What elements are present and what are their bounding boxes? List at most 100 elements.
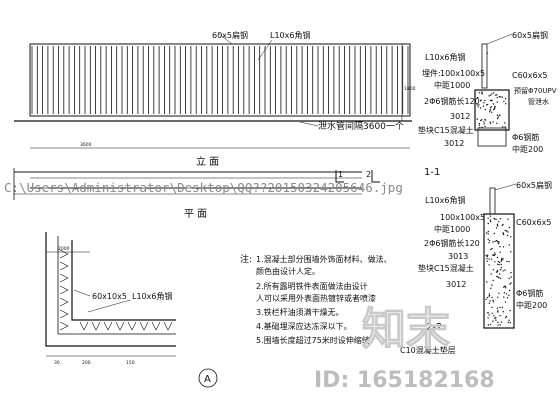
- fence-bars: [31, 46, 409, 114]
- stipple-dot: [487, 317, 489, 319]
- section-2-leader-flat: [494, 183, 517, 191]
- section-2-rebar-2: Φ6钢筋: [516, 288, 543, 298]
- stipple-dot: [486, 258, 488, 260]
- stipple-dot: [496, 256, 499, 259]
- stipple-dot: [488, 293, 491, 295]
- section-1-callout-flat-steel: 60x5扁钢: [512, 30, 548, 40]
- corner-dim-bottom-3: 150: [126, 360, 135, 366]
- stipple-dot: [505, 230, 508, 232]
- notes-line-7: 5.围墙长度超过75米时设伸缩缝: [256, 335, 370, 345]
- stipple-dot: [487, 238, 489, 240]
- stipple-dot: [502, 258, 504, 260]
- corner-callout-angle: L10x6角钢: [132, 291, 172, 301]
- section-2-dim-b: 3012: [446, 280, 466, 289]
- stipple-dot: [486, 296, 489, 299]
- stipple-dot: [505, 315, 508, 318]
- section-1-drain-label: 预留Φ70UPV: [514, 86, 557, 95]
- stipple-dot: [493, 108, 496, 110]
- stipple-dot: [490, 273, 492, 275]
- stipple-dot: [487, 230, 489, 233]
- stipple-dot: [496, 269, 499, 272]
- stipple-dot: [510, 251, 512, 253]
- stipple-dot: [504, 229, 506, 232]
- section-cut-1: [335, 170, 344, 183]
- section-1-embed-spacing: 中距1000: [434, 80, 470, 90]
- stipple-dot: [498, 221, 500, 223]
- hatch-chevron: [59, 261, 69, 271]
- file-path-overlay: C:\Users\Administrator\Desktop\QQ??20150…: [4, 180, 403, 195]
- stipple-dot: [499, 324, 501, 326]
- stipple-dot: [502, 311, 504, 313]
- stipple-dot: [495, 239, 498, 242]
- stipple-dot: [496, 97, 498, 99]
- stipple-dot: [496, 122, 498, 125]
- stipple-dot: [503, 100, 505, 103]
- stipple-dot: [492, 241, 494, 243]
- stipple-dot: [489, 323, 492, 326]
- leader-drain: [299, 121, 319, 127]
- stipple-dot: [510, 271, 512, 274]
- stipple-dot: [492, 301, 495, 303]
- stipple-dot: [502, 233, 505, 236]
- stipple-dot: [495, 319, 497, 321]
- section-2-cap-callout: C60x6x5: [516, 218, 551, 227]
- stipple-dot: [507, 218, 509, 220]
- section-2-wall: [483, 213, 515, 329]
- section-2-title: 2-2: [426, 322, 442, 333]
- hatch-chevron: [59, 297, 69, 307]
- plan-section-mark-2: 2: [366, 170, 371, 179]
- stipple-dot: [483, 102, 485, 104]
- stipple-dot: [489, 219, 492, 221]
- stipple-dot: [493, 315, 495, 317]
- stipple-dot: [490, 99, 492, 102]
- stipple-dot: [489, 220, 492, 223]
- stipple-dot: [491, 247, 493, 250]
- stipple-dot: [508, 261, 510, 263]
- stipple-dot: [487, 222, 489, 225]
- stipple-dot: [509, 309, 511, 312]
- hatch-chevron: [59, 309, 69, 319]
- stipple-dot: [492, 103, 495, 105]
- stipple-dot: [495, 271, 498, 273]
- stipple-dot: [477, 96, 479, 99]
- stipple-dot: [485, 298, 487, 300]
- stipple-dot: [508, 277, 510, 280]
- stipple-dot: [502, 270, 504, 272]
- section-1-rebar-2: Φ6钢筋: [512, 132, 539, 142]
- stipple-dot: [494, 317, 496, 319]
- stipple-dot: [494, 240, 496, 243]
- stipple-dot: [504, 269, 506, 271]
- stipple-dot: [489, 107, 492, 109]
- leader-flat-steel: [217, 32, 233, 45]
- elevation-dim-spacing: 3600: [80, 142, 92, 148]
- stipple-dot: [490, 287, 492, 289]
- section-2-drawing: [483, 183, 517, 329]
- stipple-dot: [492, 92, 495, 94]
- stipple-dot: [493, 107, 496, 109]
- section-1-rebar-label: 2Φ6钢筋长120: [424, 96, 480, 106]
- stipple-dot: [497, 296, 499, 298]
- stipple-dot: [507, 231, 509, 233]
- stipple-dot: [480, 119, 482, 122]
- stipple-dot: [499, 315, 501, 317]
- stipple-dot: [504, 301, 507, 303]
- plan-title: 平 面: [184, 209, 207, 220]
- section-1-embed-spec: 100x100x5: [440, 69, 485, 78]
- stipple-dot: [509, 283, 511, 285]
- notes-heading: 注:: [240, 253, 252, 265]
- stipple-dot: [492, 121, 494, 123]
- stipple-dot: [491, 306, 493, 309]
- leader-angle-steel: [257, 39, 273, 61]
- stipple-dot: [506, 297, 509, 299]
- notes-line-3: 2.所有露明铁件表面做法由设计: [256, 281, 368, 291]
- detail-mark-circle: [198, 368, 218, 388]
- stipple-dot: [491, 111, 493, 113]
- stipple-dot: [497, 242, 500, 245]
- section-2-callout-flat-steel: 60x5扁钢: [516, 180, 552, 190]
- stipple-dot: [510, 276, 512, 278]
- stipple-dot: [496, 101, 498, 103]
- stipple-dot: [477, 106, 480, 108]
- elevation-drain-note: 泄水管间隔3600一个: [318, 120, 404, 132]
- stipple-dot: [493, 218, 496, 220]
